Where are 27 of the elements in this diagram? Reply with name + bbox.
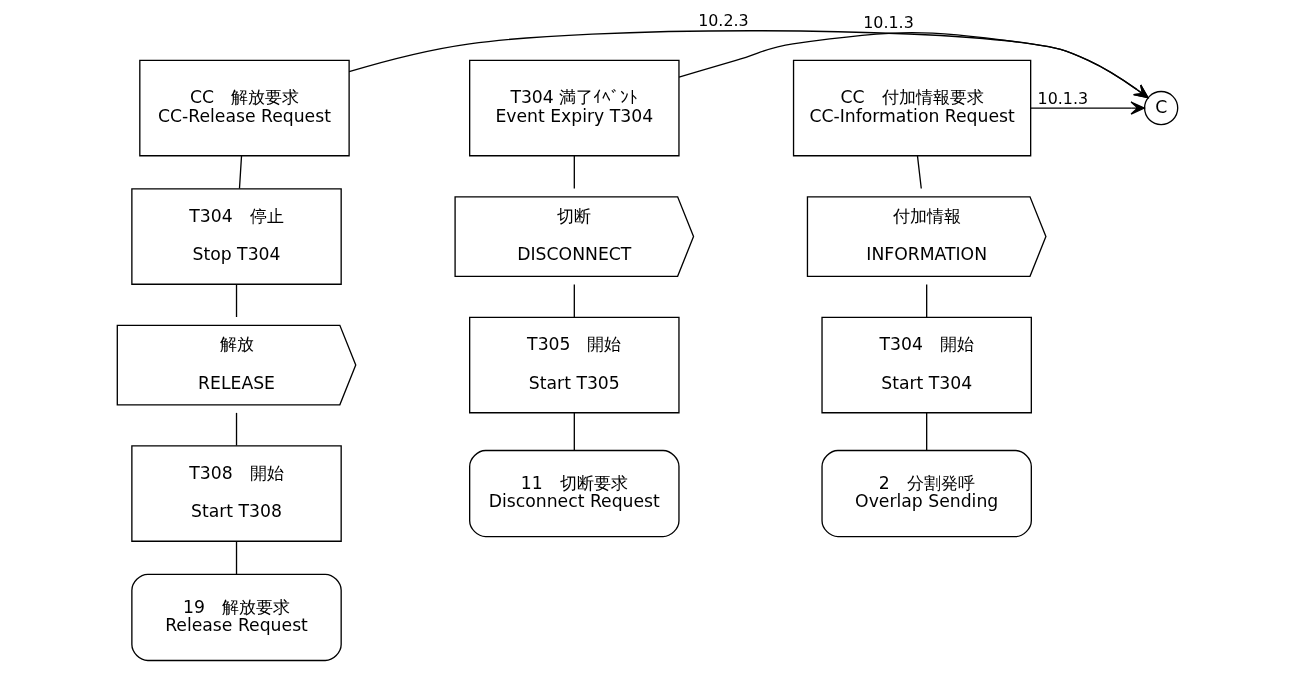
node-box: T305 開始 Start T305 [468,316,680,414]
connector [573,412,575,452]
node-box: 2 分割発呼 Overlap Sending [820,449,1032,538]
connector [925,412,927,452]
node-box: CC 付加情報要求 CC-Information Request [792,59,1031,157]
node-box: T304 開始 Start T304 [820,316,1032,414]
connector [925,283,927,318]
connector [573,155,575,190]
node-box: 11 切断要求 Disconnect Request [468,449,680,538]
node-box: T304 満了ｲﾍﾞﾝﾄ Event Expiry T304 [468,59,680,157]
node-box: 19 解放要求 Release Request [130,573,342,662]
node-circle: C [1143,90,1178,126]
arrow [1029,101,1145,115]
connector [235,540,237,575]
arrow [347,30,1149,99]
node-box: T308 開始 Start T308 [130,445,342,542]
connector [238,155,242,190]
edge-label: 10.1.3 [862,13,914,33]
node-box: T304 停止 Stop T304 [130,188,342,285]
edge-label: 10.1.3 [1037,88,1088,108]
node-box: CC 解放要求 CC-Release Request [138,59,350,157]
connector [235,283,237,318]
connector [916,155,922,190]
connector [235,412,237,447]
arrow [677,31,1149,99]
edge-label: 10.2.3 [697,11,749,31]
connector [573,283,575,318]
